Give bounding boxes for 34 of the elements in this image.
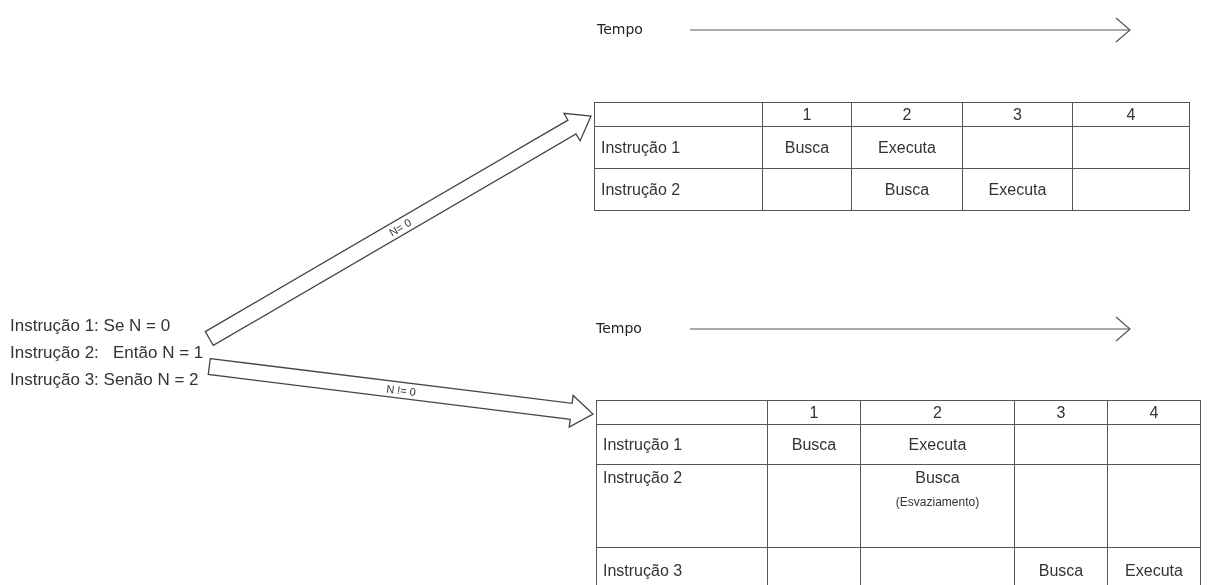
column-number: 4 (1126, 105, 1136, 124)
timing-table (594, 102, 1190, 211)
stage-label: Executa (908, 435, 967, 454)
row-label: Instrução 1 (601, 138, 681, 157)
row-label: Instrução 2 (603, 469, 683, 487)
stage-label: Executa (878, 138, 936, 157)
column-number: 3 (1056, 403, 1066, 422)
block-arrow (204, 112, 592, 347)
column-number: 1 (802, 105, 812, 124)
axis-label: Tempo (596, 320, 642, 336)
stage-label: Busca (884, 180, 930, 199)
column-number: 2 (902, 105, 912, 124)
stage-note: (Esvaziamento) (895, 495, 980, 509)
stage-label: Executa (1125, 561, 1183, 580)
stage-label: Executa (988, 180, 1047, 199)
instruction-line: Instrução 3: Senão N = 2 (10, 369, 199, 391)
row-label: Instrução 3 (603, 561, 683, 580)
stage-label: Busca (1038, 561, 1084, 580)
edge-label: N != 0 (385, 382, 417, 399)
column-number: 2 (933, 403, 942, 422)
stage-label: Busca (791, 435, 837, 454)
edge-label: N= 0 (386, 216, 414, 239)
axis-label: Tempo (597, 21, 643, 37)
timing-table (596, 400, 1201, 585)
row-label: Instrução 2 (601, 180, 681, 199)
column-number: 3 (1013, 105, 1022, 124)
block-arrow (207, 357, 595, 429)
stage-label: Busca (784, 138, 830, 157)
row-label: Instrução 1 (603, 435, 683, 454)
column-number: 1 (809, 403, 819, 422)
column-number: 4 (1149, 403, 1159, 422)
instruction-line: Instrução 1: Se N = 0 (10, 315, 171, 337)
instruction-line: Instrução 2: Então N = 1 (10, 342, 204, 364)
stage-label: Busca (915, 469, 960, 487)
